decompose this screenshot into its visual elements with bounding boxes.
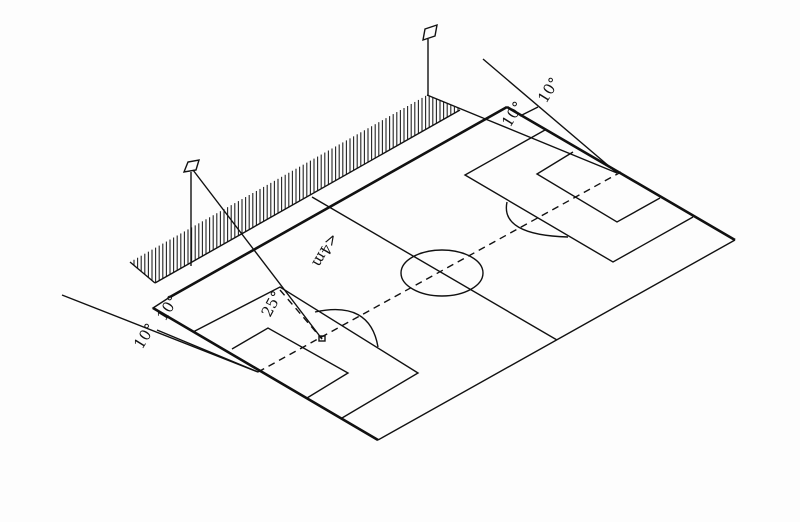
left-outer-angle-label: 10° bbox=[130, 320, 159, 352]
top-touchline bbox=[169, 105, 508, 299]
stands-left-edge bbox=[129, 261, 156, 284]
left-goal-line-bold bbox=[152, 306, 379, 442]
right-penalty-area bbox=[463, 129, 694, 263]
stands-right-edge bbox=[426, 94, 484, 119]
center-circle bbox=[400, 249, 484, 297]
left-goal-area bbox=[231, 327, 350, 399]
left-goal-line bbox=[151, 296, 379, 441]
left-floodlight-icon bbox=[182, 159, 200, 173]
right-angle-arrow bbox=[519, 106, 539, 117]
left-penalty-area bbox=[192, 286, 420, 419]
left-inner-angle-label: 10° bbox=[153, 292, 182, 324]
right-goal-area bbox=[535, 151, 661, 223]
right-inner-limit-line bbox=[482, 117, 618, 174]
left-penalty-spot bbox=[318, 335, 326, 342]
right-outer-angle-label: 10° bbox=[534, 74, 563, 106]
right-penalty-arc bbox=[505, 201, 569, 238]
left-inner-limit-line bbox=[156, 329, 259, 373]
longitudinal-axis bbox=[257, 171, 622, 373]
left-penalty-arc bbox=[314, 308, 379, 348]
halfway-line bbox=[311, 196, 558, 341]
stands-hatching bbox=[133, 95, 459, 283]
distance-label: <4m bbox=[308, 230, 342, 270]
stands-base-line bbox=[154, 109, 461, 284]
left-aiming-line bbox=[192, 169, 323, 340]
right-outer-limit-line bbox=[482, 58, 618, 174]
right-goal-line bbox=[506, 105, 736, 242]
right-floodlight-icon bbox=[422, 23, 438, 42]
